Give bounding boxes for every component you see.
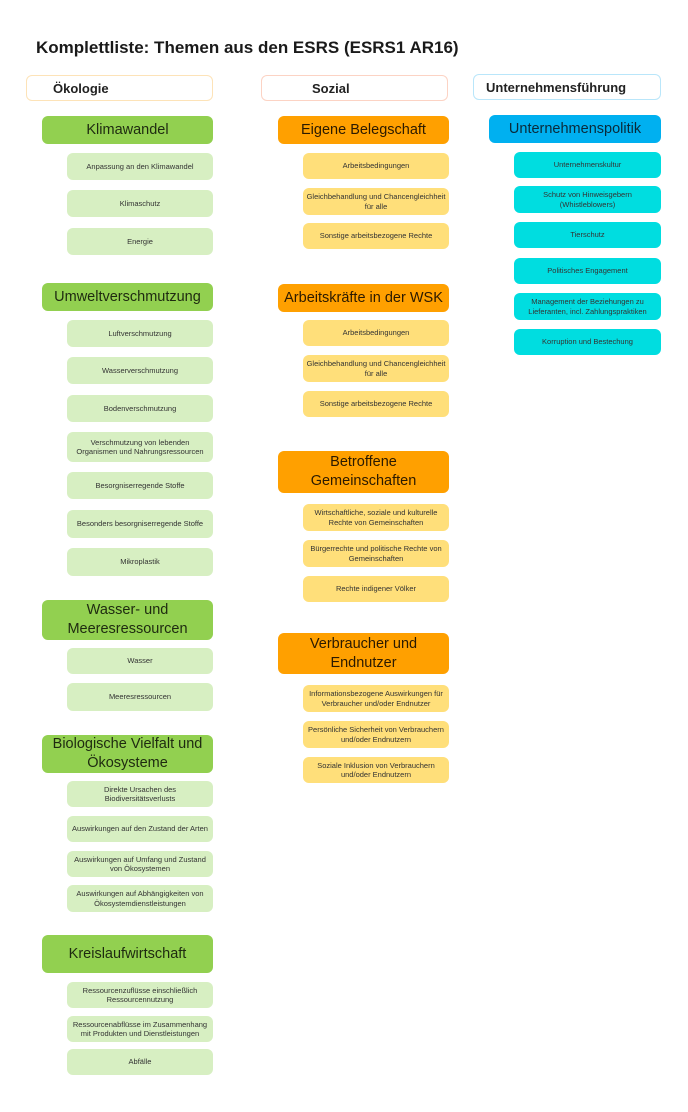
subtopic-item: Schutz von Hinweisgebern (Whistleblowers… (514, 186, 661, 213)
subtopic-item: Bodenverschmutzung (67, 395, 213, 422)
subtopic-item: Abfälle (67, 1049, 213, 1075)
subtopic-item: Persönliche Sicherheit von Verbrauchern … (303, 721, 449, 748)
column-header-sozial: Sozial (261, 75, 448, 101)
subtopic-item: Ressourcenzuflüsse einschließlich Ressou… (67, 982, 213, 1008)
subtopic-item: Bürgerrechte und politische Rechte von G… (303, 540, 449, 567)
subtopic-item: Wasserverschmutzung (67, 357, 213, 384)
subtopic-item: Korruption und Bestechung (514, 329, 661, 355)
column-header-label: Unternehmensführung (486, 79, 627, 95)
subtopic-item: Energie (67, 228, 213, 255)
subtopic-item: Wasser (67, 648, 213, 674)
topic-arbeitskraefte-wsk: Arbeitskräfte in der WSK (278, 284, 449, 312)
subtopic-item: Wirtschaftliche, soziale und kulturelle … (303, 504, 449, 531)
subtopic-item: Gleichbehandlung und Chancengleichheit f… (303, 355, 449, 382)
topic-klimawandel: Klimawandel (42, 116, 213, 144)
subtopic-item: Tierschutz (514, 222, 661, 248)
subtopic-item: Arbeitsbedingungen (303, 153, 449, 179)
topic-biologische-vielfalt: Biologische Vielfalt und Ökosysteme (42, 735, 213, 773)
topic-kreislaufwirtschaft: Kreislaufwirtschaft (42, 935, 213, 973)
page-title: Komplettliste: Themen aus den ESRS (ESRS… (36, 38, 459, 57)
subtopic-item: Management der Beziehungen zu Lieferante… (514, 293, 661, 320)
topic-unternehmenspolitik: Unternehmenspolitik (489, 115, 661, 143)
subtopic-item: Verschmutzung von lebenden Organismen un… (67, 432, 213, 462)
subtopic-item: Besonders besorgniserregende Stoffe (67, 510, 213, 538)
subtopic-item: Direkte Ursachen des Biodiversitätsverlu… (67, 781, 213, 807)
subtopic-item: Informationsbezogene Auswirkungen für Ve… (303, 685, 449, 712)
subtopic-item: Anpassung an den Klimawandel (67, 153, 213, 180)
subtopic-item: Mikroplastik (67, 548, 213, 576)
subtopic-item: Meeresressourcen (67, 683, 213, 711)
subtopic-item: Luftverschmutzung (67, 320, 213, 347)
subtopic-item: Arbeitsbedingungen (303, 320, 449, 346)
subtopic-item: Rechte indigener Völker (303, 576, 449, 602)
subtopic-item: Gleichbehandlung und Chancengleichheit f… (303, 188, 449, 215)
topic-wasser-meeresressourcen: Wasser- und Meeresressourcen (42, 600, 213, 640)
subtopic-item: Soziale Inklusion von Verbrauchern und/o… (303, 757, 449, 783)
subtopic-item: Unternehmenskultur (514, 152, 661, 178)
subtopic-item: Auswirkungen auf Abhängigkeiten von Ökos… (67, 885, 213, 912)
column-header-oekologie: Ökologie (26, 75, 213, 101)
subtopic-item: Auswirkungen auf Umfang und Zustand von … (67, 851, 213, 877)
topic-betroffene-gemeinschaften: Betroffene Gemeinschaften (278, 451, 449, 493)
subtopic-item: Sonstige arbeitsbezogene Rechte (303, 223, 449, 249)
subtopic-item: Klimaschutz (67, 190, 213, 217)
subtopic-item: Besorgniserregende Stoffe (67, 472, 213, 499)
subtopic-item: Auswirkungen auf den Zustand der Arten (67, 816, 213, 842)
column-header-governance: Unternehmensführung (473, 74, 661, 100)
subtopic-item: Politisches Engagement (514, 258, 661, 284)
subtopic-item: Sonstige arbeitsbezogene Rechte (303, 391, 449, 417)
column-header-label: Ökologie (53, 80, 109, 96)
topic-eigene-belegschaft: Eigene Belegschaft (278, 116, 449, 144)
subtopic-item: Ressourcenabflüsse im Zusammenhang mit P… (67, 1016, 213, 1042)
column-header-label: Sozial (312, 80, 350, 96)
topic-verbraucher-endnutzer: Verbraucher und Endnutzer (278, 633, 449, 674)
topic-umweltverschmutzung: Umweltverschmutzung (42, 283, 213, 311)
